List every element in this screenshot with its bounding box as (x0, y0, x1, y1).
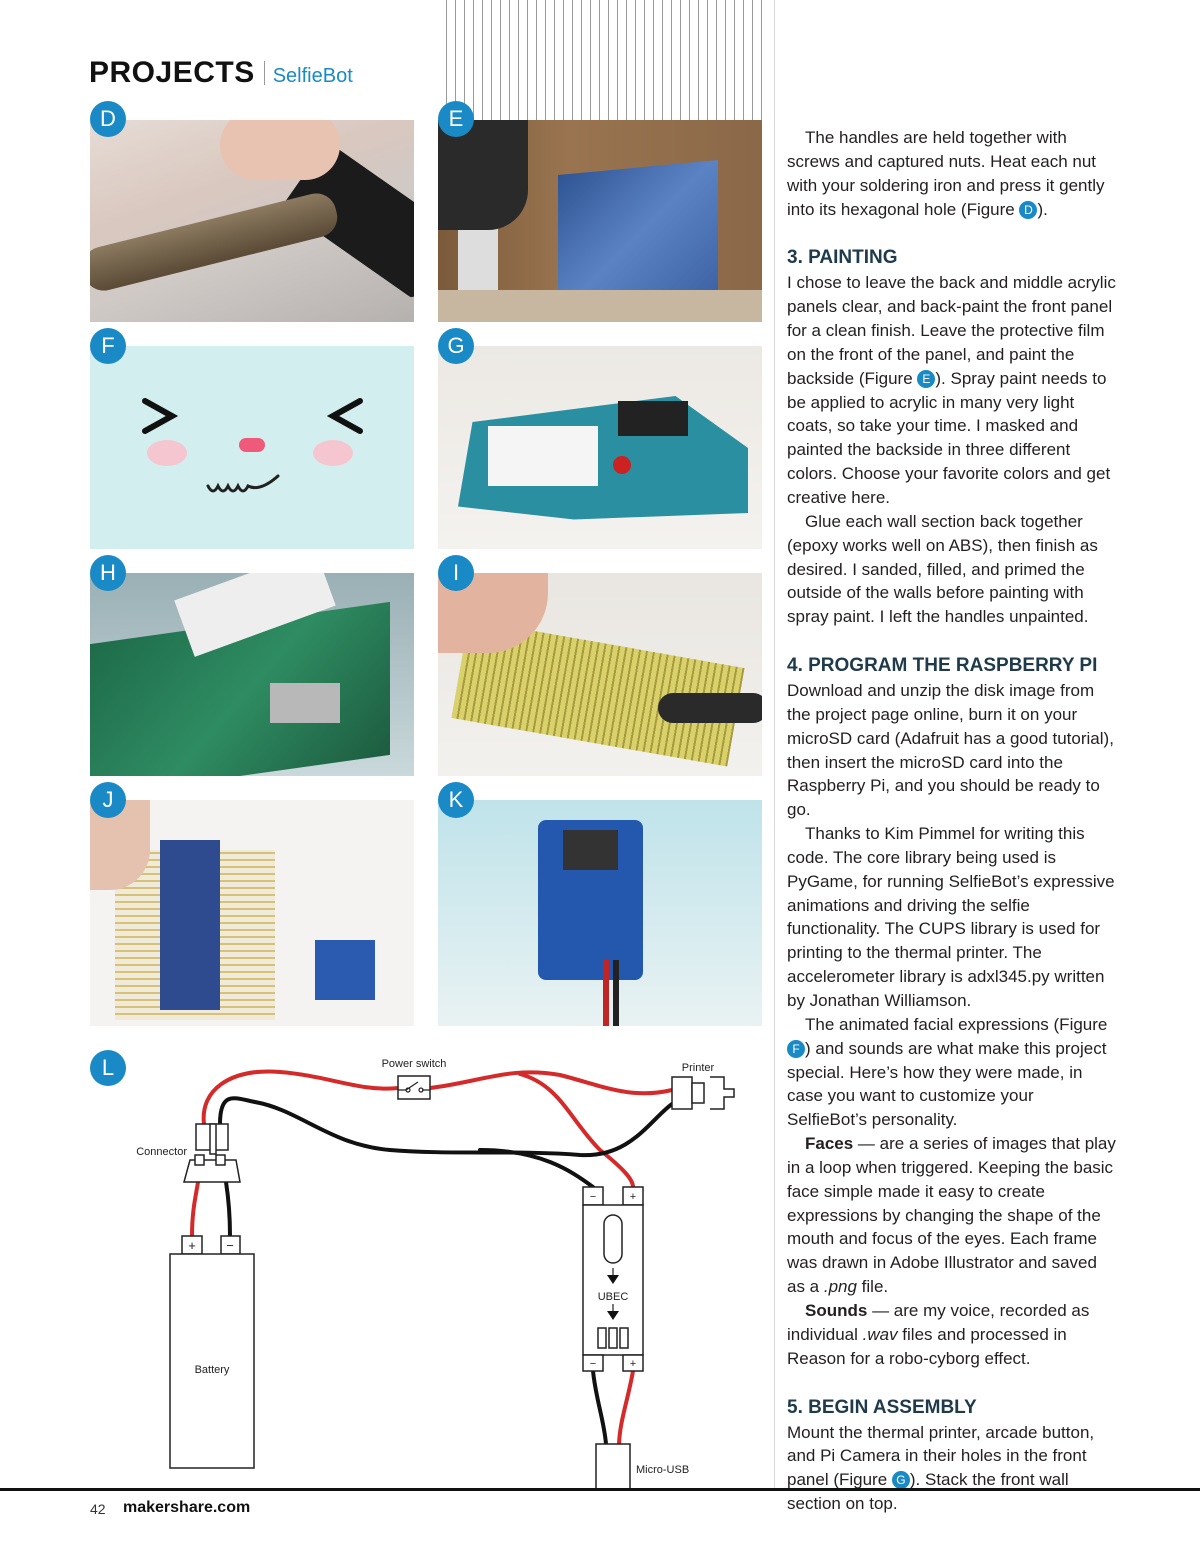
column-divider (774, 0, 775, 1488)
figure-ref-e: E (917, 369, 936, 388)
power-switch-icon (397, 1075, 431, 1100)
figure-badge-e: E (438, 101, 474, 137)
paragraph: Mount the thermal printer, arcade button… (787, 1422, 1095, 1514)
figure-badge-l: L (90, 1050, 126, 1086)
label-printer: Printer (682, 1062, 715, 1074)
wire-black-ubec (478, 1148, 595, 1189)
figure-badge-h: H (90, 555, 126, 591)
page-number: 42 (90, 1501, 106, 1517)
section-title: PROJECTS (89, 56, 255, 89)
battery-minus-sign: − (226, 1238, 234, 1253)
photo-j-breadboard-wiring (90, 800, 414, 1026)
photo-f-face-illustration (90, 346, 414, 549)
page-header: PROJECTS SelfieBot (89, 56, 353, 90)
paragraph: The animated facial expressions (Figure … (787, 1014, 1108, 1130)
ubec-plus-out (622, 1354, 644, 1372)
ubec-minus-in-sign: − (590, 1191, 596, 1203)
battery-plus-sign: + (188, 1238, 196, 1253)
label-micro-usb: Micro-USB (636, 1464, 689, 1476)
arrow-down-icon (607, 1311, 619, 1320)
photo-h-raspberry-pi (90, 573, 414, 776)
wire-black-battery (224, 1180, 232, 1238)
label-connector: Connector (136, 1146, 187, 1158)
footer-site-link[interactable]: makershare.com (123, 1499, 251, 1516)
header-divider (263, 61, 265, 85)
figure-badge-d: D (90, 101, 126, 137)
paragraph: The handles are held together with screw… (787, 128, 1105, 219)
wiring-diagram: Power switch Printer Connector Battery U… (136, 1058, 735, 1488)
photo-k-amplifier (438, 800, 762, 1026)
ubec-minus-out-sign: − (590, 1358, 596, 1370)
paragraph-sounds: Sounds — are my voice, recorded as indiv… (787, 1300, 1090, 1368)
ubec-plus-in-sign: + (630, 1191, 636, 1203)
figure-ref-g: G (891, 1471, 910, 1490)
paragraph: Download and unzip the disk image from t… (787, 681, 1114, 820)
figure-badge-j: J (90, 782, 126, 818)
photo-g-front-panel (438, 346, 762, 549)
footer-rule (0, 1488, 1200, 1491)
label-power-switch: Power switch (382, 1058, 447, 1070)
figure-badge-i: I (438, 555, 474, 591)
figure-ref-d: D (1019, 200, 1038, 219)
heading-painting: 3. PAINTING (787, 247, 898, 269)
ubec-plus-out-sign: + (630, 1358, 636, 1370)
figure-badge-k: K (438, 782, 474, 818)
printer-socket-icon (710, 1076, 735, 1110)
wire-black-usb (591, 1369, 608, 1446)
figure-badge-f: F (90, 328, 126, 364)
wire-red-usb (617, 1369, 635, 1446)
figure-ref-f: F (787, 1039, 805, 1058)
heading-begin-assembly: 5. BEGIN ASSEMBLY (787, 1396, 977, 1418)
figure-badge-g: G (438, 328, 474, 364)
paragraph: I chose to leave the back and middle acr… (787, 273, 1116, 507)
printer-connector-icon (671, 1076, 693, 1110)
paragraph: Glue each wall section back together (ep… (787, 511, 1098, 627)
wire-red-main (201, 1069, 674, 1126)
photo-d-soldering-nut (90, 120, 414, 322)
photo-e-spray-painting (438, 120, 762, 322)
wire-red-ubec (518, 1072, 635, 1189)
face-drawing (142, 398, 363, 493)
wire-red-battery (190, 1180, 200, 1238)
paragraph: Thanks to Kim Pimmel for writing this co… (787, 824, 1115, 1010)
wire-black-main (218, 1096, 674, 1158)
micro-usb-icon (595, 1443, 631, 1488)
paragraph-faces: Faces — are a series of images that play… (787, 1134, 1116, 1297)
decorative-stripes (438, 0, 762, 120)
heading-program-pi: 4. PROGRAM THE RASPBERRY PI (787, 655, 1098, 677)
connector-socket-icon (183, 1159, 241, 1183)
arrow-down-icon (607, 1275, 619, 1284)
photo-i-perfboard (438, 573, 762, 776)
label-ubec: UBEC (598, 1291, 629, 1303)
battery-icon (169, 1253, 255, 1469)
article-body: The handles are held together with screw… (787, 126, 1117, 1516)
article-title: SelfieBot (272, 65, 353, 87)
ubec-minus-out (582, 1354, 604, 1372)
label-battery: Battery (195, 1364, 230, 1376)
